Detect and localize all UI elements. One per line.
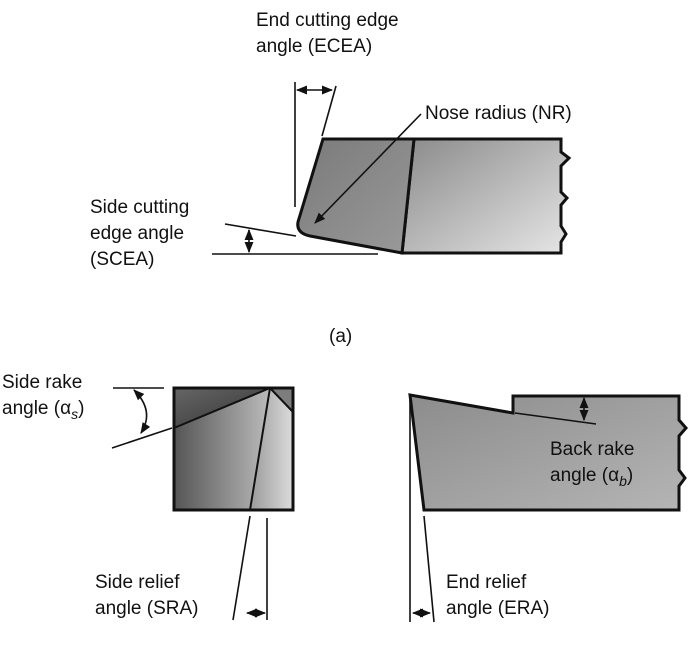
side-rake-dimension xyxy=(111,387,173,449)
tool-nose-top xyxy=(296,137,416,255)
tool-shank-top xyxy=(400,137,572,255)
back-rake-label: Back rake angle (αb) xyxy=(550,439,635,489)
back-rake-dimension xyxy=(514,396,597,425)
end-relief-dimension xyxy=(409,400,435,623)
side-view-tool xyxy=(408,393,688,512)
nose-radius-label: Nose radius (NR) xyxy=(425,103,572,124)
side-relief-dimension xyxy=(232,515,268,621)
end-relief-label: End relief angle (ERA) xyxy=(446,572,550,619)
end-view-tool xyxy=(172,386,295,512)
top-view-tool xyxy=(296,137,572,255)
side-rake-label: Side rake angle (αs) xyxy=(2,372,85,422)
part-a-caption: (a) xyxy=(329,326,353,347)
scea-dimension xyxy=(212,223,378,255)
scea-label: Side cutting edge angle (SCEA) xyxy=(90,197,190,270)
ecea-dimension xyxy=(294,82,337,207)
nose-radius-leader xyxy=(314,113,422,224)
ecea-label: End cutting edge angle (ECEA) xyxy=(256,10,399,57)
side-relief-label: Side relief angle (SRA) xyxy=(95,572,199,619)
end-view-right-face xyxy=(250,388,293,510)
side-view-body xyxy=(408,393,688,512)
